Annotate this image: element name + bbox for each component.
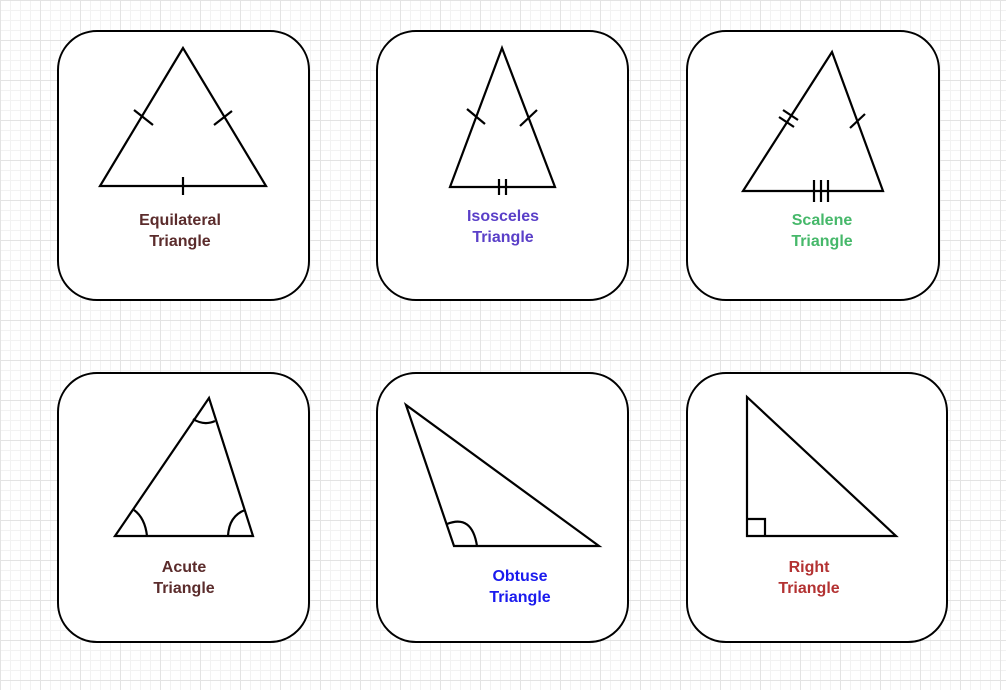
card-equilateral[interactable] [57, 30, 310, 301]
label-acute: Acute Triangle [104, 557, 264, 599]
label-obtuse-line2: Triangle [489, 589, 551, 606]
label-obtuse: Obtuse Triangle [440, 566, 600, 608]
label-equilateral-line1: Equilateral [139, 212, 221, 229]
label-equilateral: Equilateral Triangle [100, 210, 260, 252]
label-isosceles: Isosceles Triangle [423, 206, 583, 248]
card-scalene[interactable] [686, 30, 940, 301]
label-isosceles-line1: Isosceles [466, 208, 540, 225]
label-scalene-line1: Scalene [791, 212, 853, 229]
label-right: Right Triangle [729, 557, 889, 599]
label-obtuse-line1: Obtuse [492, 568, 548, 585]
label-scalene-line2: Triangle [791, 233, 853, 250]
card-right[interactable] [686, 372, 948, 643]
label-right-line1: Right [788, 559, 830, 576]
label-acute-line2: Triangle [153, 580, 215, 597]
label-acute-line1: Acute [161, 559, 207, 576]
label-right-line2: Triangle [778, 580, 840, 597]
label-equilateral-line2: Triangle [149, 233, 211, 250]
label-scalene: Scalene Triangle [742, 210, 902, 252]
label-isosceles-line2: Triangle [472, 229, 534, 246]
card-isosceles[interactable] [376, 30, 629, 301]
card-acute[interactable] [57, 372, 310, 643]
